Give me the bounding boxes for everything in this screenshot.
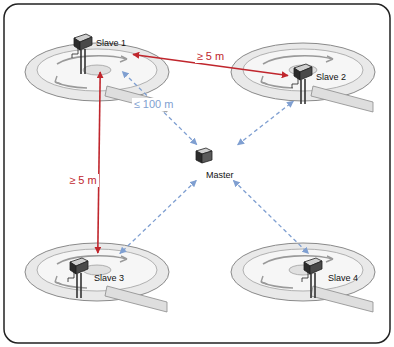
tank [25, 243, 169, 312]
node-label: Slave 1 [96, 38, 126, 49]
node-label: Master [206, 170, 234, 181]
tank [231, 43, 375, 112]
distance-arrow [98, 72, 100, 253]
radio-link [120, 180, 196, 253]
sensor-icon [302, 258, 322, 298]
slave-node: Slave 2 [290, 60, 351, 100]
radio-link [122, 71, 196, 144]
dimension-label: ≥ 5 m [195, 50, 226, 63]
slave-node: Slave 1 [70, 30, 131, 70]
master-icon [196, 148, 212, 163]
dimension-label: ≥ 5 m [67, 174, 98, 187]
frame [4, 4, 390, 343]
node-label: Slave 4 [328, 273, 358, 284]
master-node: Master [192, 146, 238, 179]
dimension-label: ≤ 100 m [132, 98, 176, 111]
radio-link [233, 180, 308, 253]
slave-node: Slave 3 [66, 255, 129, 295]
tank [231, 243, 375, 312]
radio-link [238, 101, 294, 145]
node-label: Slave 2 [316, 72, 346, 83]
sensor-icon [68, 258, 88, 298]
sensor-icon [292, 64, 312, 104]
sensor-icon [72, 34, 92, 74]
node-label: Slave 3 [94, 273, 124, 284]
slave-node: Slave 4 [298, 255, 363, 295]
